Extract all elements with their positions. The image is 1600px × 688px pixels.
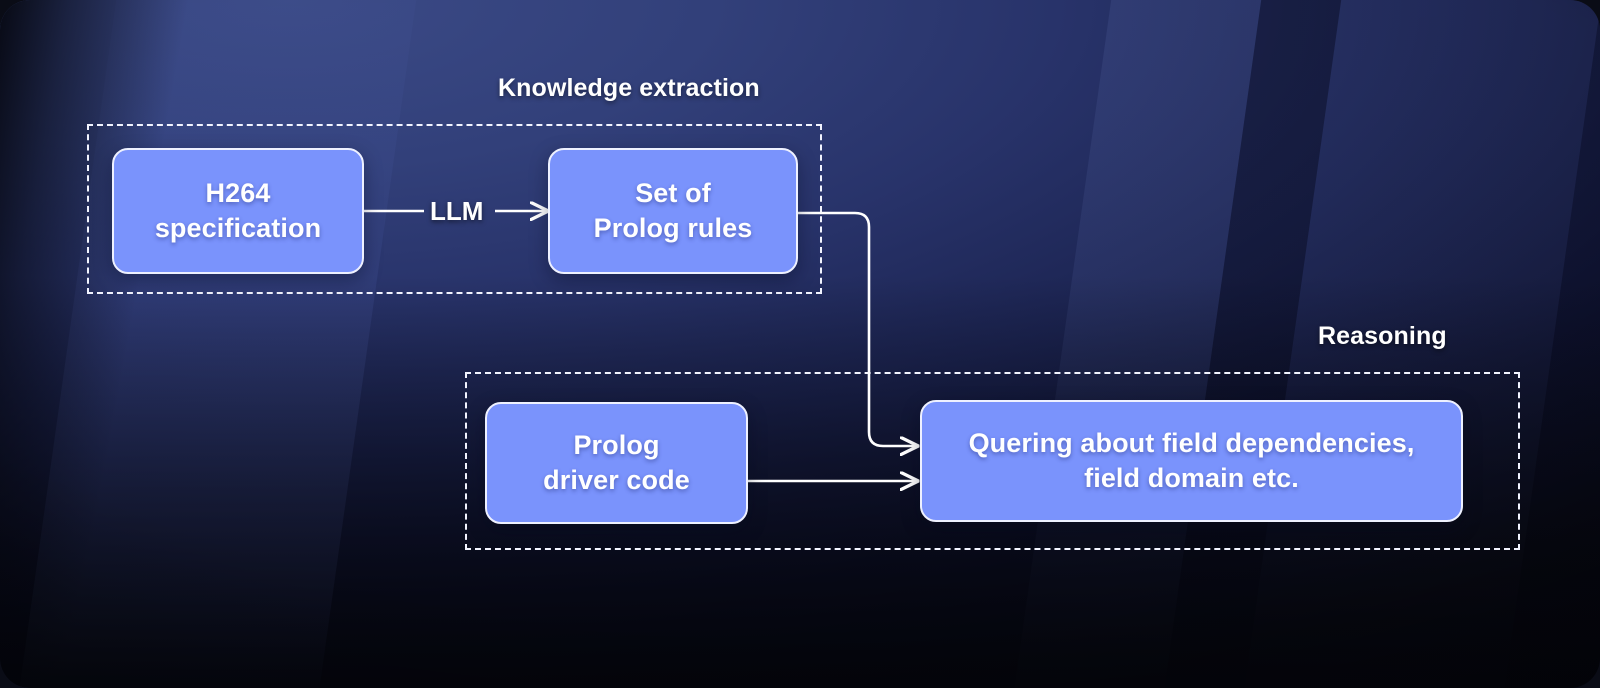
node-querying-line2: field domain etc.: [1084, 463, 1299, 493]
node-prolog-driver-code-text: Prolog driver code: [529, 428, 704, 497]
edge-label-llm: LLM: [430, 196, 484, 226]
node-querying[interactable]: Quering about field dependencies, field …: [920, 400, 1463, 522]
node-prolog-driver-code[interactable]: Prolog driver code: [485, 402, 748, 524]
node-querying-line1: Quering about field dependencies,: [968, 428, 1415, 459]
group-box-reasoning: [465, 372, 1520, 550]
node-h264-spec-text: H264 specification: [141, 176, 335, 245]
node-prolog-rules[interactable]: Set of Prolog rules: [548, 148, 798, 274]
node-prolog-rules-line2: Prolog rules: [593, 213, 753, 243]
group-label-knowledge-extraction: Knowledge extraction: [498, 74, 760, 102]
wire-rules-to-querying: [798, 211, 918, 446]
node-h264-spec-line1: H264: [205, 178, 271, 209]
node-prolog-rules-text: Set of Prolog rules: [580, 176, 767, 245]
node-prolog-driver-code-line2: driver code: [543, 465, 690, 495]
node-querying-text: Quering about field dependencies, field …: [955, 426, 1429, 495]
group-box-knowledge-extraction: [87, 124, 822, 294]
group-label-reasoning: Reasoning: [1318, 322, 1447, 350]
node-h264-spec-line2: specification: [154, 213, 322, 243]
node-prolog-driver-code-line1: Prolog: [573, 430, 660, 461]
node-h264-spec[interactable]: H264 specification: [112, 148, 364, 274]
node-prolog-rules-line1: Set of: [635, 178, 711, 209]
